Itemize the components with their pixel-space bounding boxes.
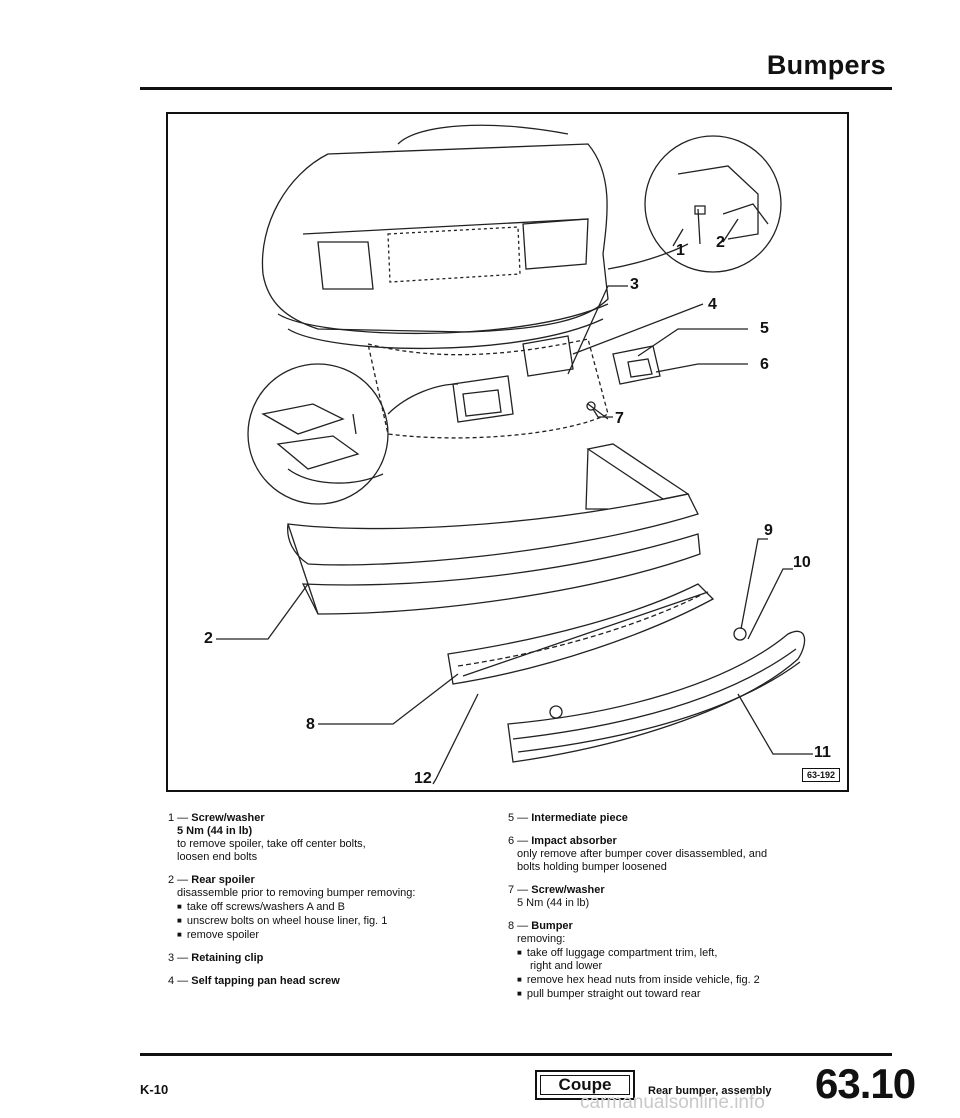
item-title: Screw/washer	[531, 884, 605, 896]
callout-9: 9	[764, 522, 773, 539]
bullet-item: remove hex head nuts from inside vehicle…	[517, 973, 868, 987]
bumper-assembly-drawing	[216, 124, 813, 785]
item-title: Retaining clip	[191, 952, 264, 964]
callout-11: 11	[814, 744, 831, 761]
torque-spec: 5 Nm (44 in lb)	[517, 897, 590, 909]
section-code: K-10	[140, 1082, 169, 1097]
legend-item-1: 1 — Screw/washer 5 Nm (44 in lb) to remo…	[168, 812, 498, 864]
callout-12: 12	[414, 770, 432, 787]
legend-item-3: 3 — Retaining clip	[168, 952, 498, 965]
item-number: 3 —	[168, 952, 189, 964]
callout-1: 1	[676, 242, 685, 259]
legend-left-column: 1 — Screw/washer 5 Nm (44 in lb) to remo…	[168, 812, 498, 998]
bullet-item: remove spoiler	[177, 928, 498, 942]
callout-8: 8	[306, 716, 315, 733]
item-number: 1 —	[168, 812, 189, 824]
item-title: Rear spoiler	[191, 874, 255, 886]
model-badge: Coupe	[535, 1070, 635, 1100]
item-number: 5 —	[508, 812, 529, 824]
footer-rule	[140, 1053, 892, 1056]
callout-4: 4	[708, 296, 717, 313]
item-text: loosen end bolts	[177, 851, 258, 863]
legend-item-8: 8 — Bumper removing: take off luggage co…	[508, 920, 868, 1001]
torque-spec: 5 Nm (44 in lb)	[177, 825, 253, 837]
item-text: bolts holding bumper loosened	[517, 861, 667, 873]
item-number: 2 —	[168, 874, 189, 886]
callout-6: 6	[760, 356, 769, 373]
header-rule	[140, 87, 892, 90]
badge-inner-border	[540, 1075, 630, 1095]
callout-7: 7	[615, 410, 624, 427]
legend-item-6: 6 — Impact absorber only remove after bu…	[508, 835, 868, 874]
item-text: removing:	[517, 933, 566, 945]
callout-2-inset: 2	[716, 234, 725, 251]
bullet-item: take off luggage compartment trim, left,	[517, 946, 868, 960]
figure-code: 63-192	[801, 768, 840, 782]
item-number: 7 —	[508, 884, 529, 896]
page-caption: Rear bumper, assembly	[648, 1085, 772, 1097]
callout-5: 5	[760, 320, 769, 337]
page-title: Bumpers	[766, 50, 886, 80]
legend-right-column: 5 — Intermediate piece 6 — Impact absorb…	[508, 812, 868, 1011]
item-title: Self tapping pan head screw	[191, 975, 340, 987]
page-number: 63.10	[815, 1060, 916, 1107]
legend-item-4: 4 — Self tapping pan head screw	[168, 975, 498, 988]
callout-2: 2	[204, 630, 213, 647]
bullet-continuation: right and lower	[530, 960, 603, 972]
callout-10: 10	[793, 554, 811, 571]
watermark: carmanualsonline.info	[580, 1092, 765, 1113]
item-text: disassemble prior to removing bumper rem…	[177, 887, 416, 899]
item-title: Bumper	[531, 920, 573, 932]
item-text: to remove spoiler, take off center bolts…	[177, 838, 366, 850]
model-badge-label: Coupe	[558, 1075, 612, 1094]
legend-item-7: 7 — Screw/washer 5 Nm (44 in lb)	[508, 884, 868, 910]
item-title: Screw/washer	[191, 812, 265, 824]
item-number: 8 —	[508, 920, 529, 932]
legend-item-2: 2 — Rear spoiler disassemble prior to re…	[168, 874, 498, 942]
bullet-item: take off screws/washers A and B	[177, 900, 498, 914]
bullet-item: pull bumper straight out toward rear	[517, 987, 868, 1001]
legend-item-5: 5 — Intermediate piece	[508, 812, 868, 825]
callout-3: 3	[630, 276, 639, 293]
exploded-view-figure: 1 2 3 4 5 6 7 2 9 10 8 11 12 63-192	[166, 112, 849, 792]
item-number: 6 —	[508, 835, 529, 847]
item-number: 4 —	[168, 975, 189, 987]
item-title: Intermediate piece	[531, 812, 628, 824]
item-text: only remove after bumper cover disassemb…	[517, 848, 768, 860]
bullet-item: unscrew bolts on wheel house liner, fig.…	[177, 914, 498, 928]
item-title: Impact absorber	[531, 835, 617, 847]
